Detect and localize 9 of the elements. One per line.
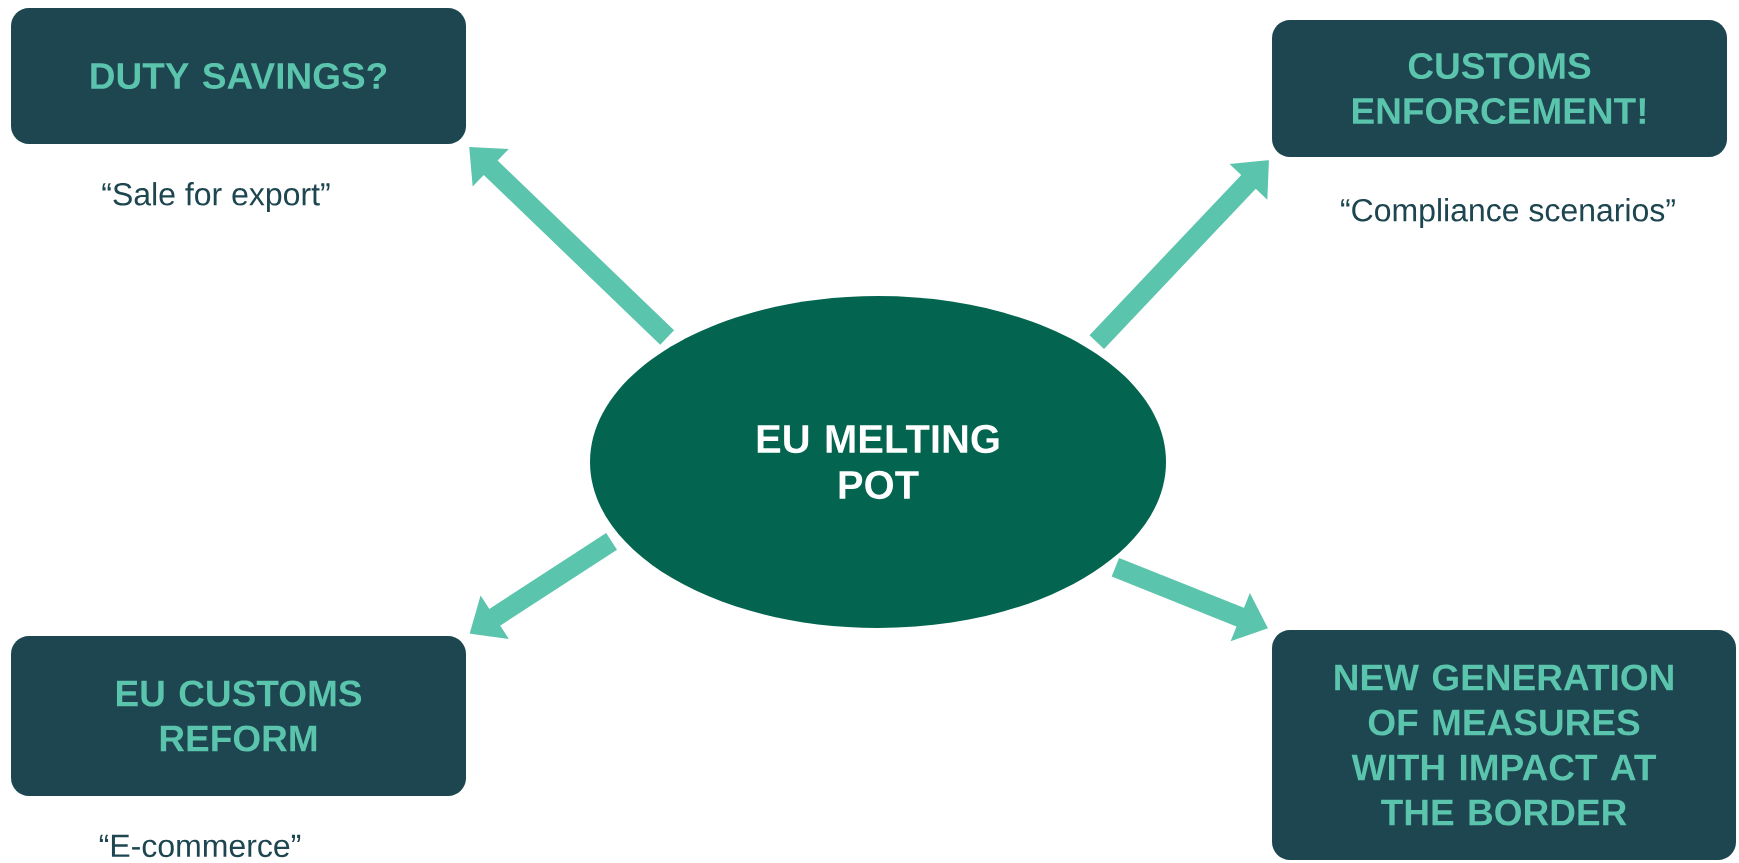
rounded-box: NEW GENERATION OF MEASURES WITH IMPACT AT THE BORDER [1272, 630, 1736, 860]
rounded-box: DUTY SAVINGS? [11, 8, 466, 144]
caption-text: “E-commerce” [99, 834, 301, 858]
rounded-box: EU CUSTOMS REFORM [11, 636, 466, 796]
rounded-box: CUSTOMS ENFORCEMENT! [1272, 20, 1727, 157]
caption-text: “Compliance scenarios” [1341, 198, 1675, 228]
caption-text: “Sale for export” [102, 182, 330, 212]
arrow [469, 147, 675, 345]
arrow [1089, 160, 1269, 349]
